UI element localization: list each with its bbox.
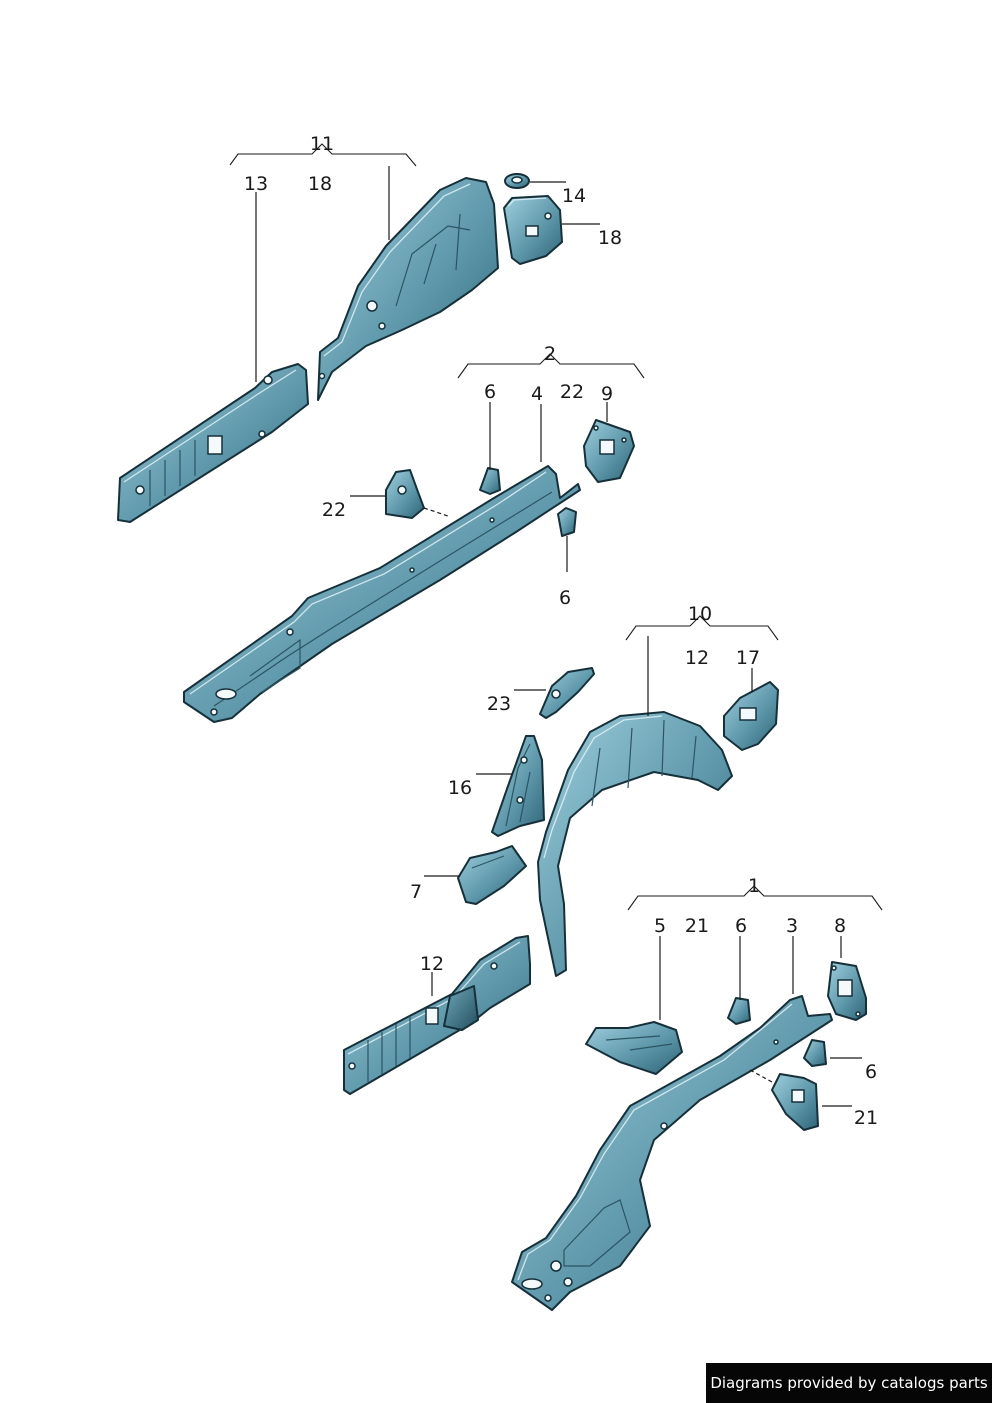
callout-16: 16 xyxy=(448,777,472,799)
part-13-sill-rail xyxy=(117,363,309,523)
part-23-bracket xyxy=(539,667,595,719)
brace-2 xyxy=(457,353,645,379)
part-12-sill-rail xyxy=(343,935,531,1095)
part-18-bracket xyxy=(503,195,563,265)
callout-6: 6 xyxy=(559,587,571,609)
callout-22: 22 xyxy=(322,499,346,521)
part-10-wheelhouse-inner xyxy=(537,711,733,977)
callout-12: 12 xyxy=(685,647,709,669)
callout-18: 18 xyxy=(308,173,332,195)
callout-21: 21 xyxy=(854,1107,878,1129)
callout-1: 1 xyxy=(748,875,760,897)
part-6-bracket-d xyxy=(803,1039,827,1067)
part-16-vertical-brace xyxy=(491,735,545,837)
callout-23: 23 xyxy=(487,693,511,715)
callout-21: 21 xyxy=(685,915,709,937)
part-9-plate xyxy=(583,419,635,483)
callout-7: 7 xyxy=(410,881,422,903)
callout-6: 6 xyxy=(865,1061,877,1083)
callout-13: 13 xyxy=(244,173,268,195)
callout-3: 3 xyxy=(786,915,798,937)
callout-22: 22 xyxy=(560,381,584,403)
part-22-bracket-a xyxy=(385,469,449,519)
part-7-bracket xyxy=(457,845,527,905)
callout-8: 8 xyxy=(834,915,846,937)
part-17-bracket xyxy=(723,681,779,751)
callout-17: 17 xyxy=(736,647,760,669)
callout-18: 18 xyxy=(598,227,622,249)
part-3-longitudinal-member xyxy=(511,995,833,1311)
callout-2: 2 xyxy=(544,343,556,365)
part-11-wheelhouse-outer xyxy=(317,177,499,401)
brace-10 xyxy=(625,615,779,641)
part-8-plate xyxy=(827,961,867,1021)
callout-6: 6 xyxy=(484,381,496,403)
callout-9: 9 xyxy=(601,383,613,405)
callout-4: 4 xyxy=(531,383,543,405)
part-14-grommet xyxy=(504,173,530,189)
brace-1 xyxy=(627,885,883,911)
part-6-bracket-c xyxy=(727,997,751,1025)
brace-11 xyxy=(229,143,417,167)
callout-12: 12 xyxy=(420,953,444,975)
callout-10: 10 xyxy=(688,603,712,625)
callout-6: 6 xyxy=(735,915,747,937)
part-5-bracket xyxy=(585,1021,683,1075)
credit-banner: Diagrams provided by catalogs parts xyxy=(706,1363,992,1403)
callout-11: 11 xyxy=(310,133,334,155)
callout-5: 5 xyxy=(654,915,666,937)
part-6-bracket-a xyxy=(479,467,501,495)
callout-14: 14 xyxy=(562,185,586,207)
part-4-longitudinal-member xyxy=(183,465,581,723)
part-6-bracket-b xyxy=(557,507,577,537)
part-21-bracket xyxy=(749,1069,819,1131)
